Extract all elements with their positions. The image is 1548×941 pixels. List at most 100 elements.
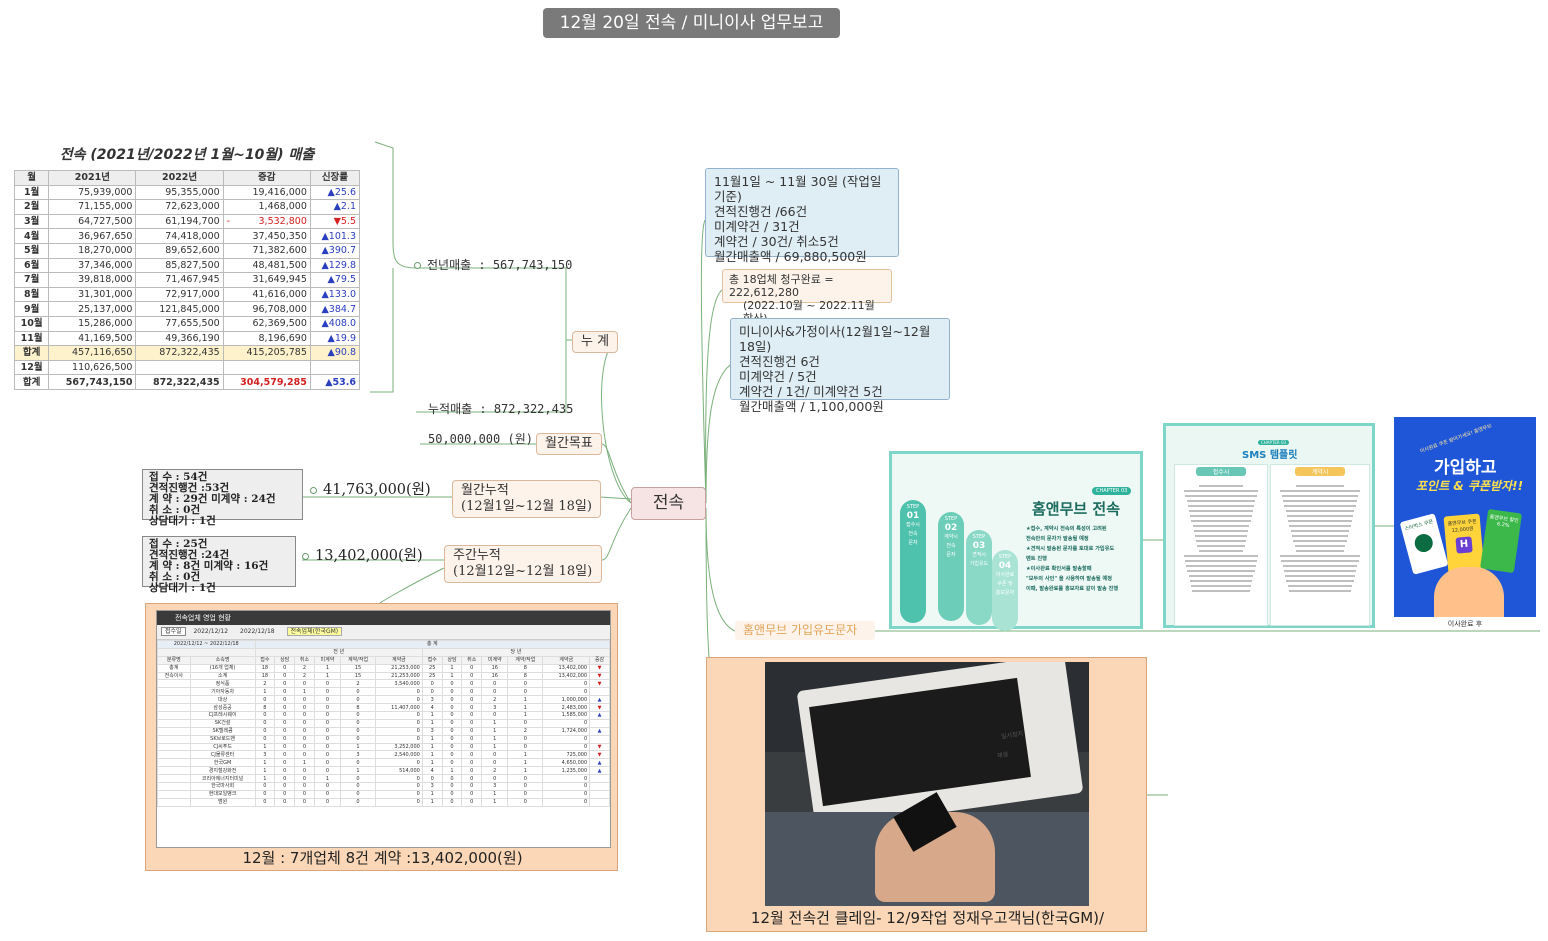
report-cell: 1 (441, 663, 463, 673)
mini-moving-summary-line: 미니이사&가정이사(12월1일~12월18일) (739, 324, 931, 354)
promo1-step-text: 04 (998, 561, 1012, 571)
report-cell: 3 (421, 782, 443, 791)
branch-weekly-cumulative[interactable]: 주간누적 (12월12일~12월 18일) (444, 545, 602, 583)
mini-moving-summary-line: 미계약건 / 5건 (739, 369, 817, 384)
report-cell: 1 (421, 750, 443, 760)
stats-line: 계 약 : 29건 미계약 : 24건 (149, 493, 276, 505)
report-cell (589, 687, 610, 697)
report-cell: 0 (254, 797, 276, 807)
sms-text-line (1185, 495, 1257, 497)
sales-table-header: 2021년 (48, 170, 137, 186)
report-date-to: 2022/12/18 (240, 628, 275, 635)
prev-year-sales-text: 전년매출 : 567,743,150 (427, 258, 573, 272)
report-cell: 0 (441, 789, 463, 799)
sms-text-line (1288, 520, 1352, 522)
sms-text-line (1281, 560, 1359, 562)
sales-table-cell: ▲19.9 (309, 330, 361, 347)
starbucks-logo-icon (1412, 532, 1435, 555)
report-cell: 0 (507, 797, 544, 807)
stats-line: 취 소 : 0건 (149, 504, 201, 516)
branch-monthly-cumulative[interactable]: 월간누적 (12월1일~12월 18일) (452, 480, 601, 518)
report-cell: 0 (461, 766, 483, 776)
sms-text-line (1292, 535, 1348, 537)
sales-table-cell: 74,418,000 (135, 228, 224, 244)
report-cell: 현대모일뱅크 (189, 789, 256, 799)
promo3-headline-1: 가입하고 (1434, 458, 1497, 478)
sms-text-line (1195, 535, 1247, 537)
sales-table-cell: 121,845,000 (135, 301, 224, 317)
report-cell (589, 718, 610, 728)
branch-monthly-target[interactable]: 월간목표 (536, 433, 602, 455)
sales-table-cell: 1월 (13, 184, 50, 201)
report-cell: 0 (274, 750, 296, 760)
sms-text-line (1186, 565, 1256, 567)
report-cell: 1 (254, 758, 276, 768)
report-cell: 삼성중공 (189, 703, 256, 713)
report-cell: 0 (542, 679, 591, 689)
report-cell: 0 (313, 750, 342, 760)
report-cell: 1 (481, 742, 509, 752)
report-cell: 0 (294, 734, 315, 744)
sms-text-line (1293, 540, 1347, 542)
report-cell: 13,402,000 (542, 663, 591, 673)
sales-table-cell: 2월 (13, 199, 50, 215)
report-cell: 한국마사회 (189, 782, 256, 791)
report-cell: 0 (294, 718, 315, 728)
report-cell: 0 (507, 718, 544, 728)
report-cell: 4 (421, 703, 443, 713)
report-cell: 1 (481, 718, 509, 728)
coupon-card-starbucks-label: 스타벅스 쿠폰 (1404, 518, 1434, 533)
november-summary-line: 미계약건 / 31건 (714, 219, 800, 234)
report-cell: 0 (294, 679, 315, 689)
leaf-dot (302, 552, 309, 560)
report-cell: 0 (461, 695, 483, 705)
report-cell (157, 758, 191, 768)
branch-cumulative[interactable]: 누 계 (572, 331, 619, 353)
report-group-total: 총 계 (254, 640, 610, 649)
sales-table-cell: 6월 (13, 257, 50, 274)
report-cell: 3 (254, 750, 276, 760)
report-cell: 1 (507, 711, 544, 720)
report-cell: 0 (461, 663, 483, 673)
report-cell: SK건설 (189, 718, 256, 728)
sms-text-line (1183, 555, 1259, 557)
coupon-card-starbucks: 스타벅스 쿠폰 (1399, 513, 1449, 575)
report-cell: 0 (294, 766, 315, 776)
report-cell: 0 (254, 726, 276, 736)
report-cell: 0 (374, 797, 423, 807)
report-cell: 0 (254, 789, 276, 799)
report-cell: 0 (542, 687, 591, 697)
report-cell: 0 (542, 742, 591, 752)
claim-photo-node: 일시정지 재생 12월 전속건 클레임- 12/9작업 정재우고객님(한국GM)… (706, 657, 1147, 932)
report-cell: 0 (441, 742, 463, 752)
report-cell: 1 (254, 742, 276, 752)
report-cell: 0 (274, 718, 296, 728)
promo-image-sms-template: CHAPTER 03 SMS 템플릿 접수시 계약시 (1163, 423, 1375, 628)
sales-table-cell: 41,616,000 (222, 286, 311, 303)
sales-table-cell: ▲129.8 (309, 257, 361, 274)
report-cell: 15 (340, 671, 376, 681)
report-cell (589, 734, 610, 744)
branch-homemove-sms[interactable]: 홈앤무브 가입유도문자 (735, 621, 875, 640)
sales-table-cell: ▲133.0 (309, 286, 361, 303)
report-cell: 0 (461, 726, 483, 736)
promo1-bullet: 전속만의 문자가 발송될 예정 (1026, 536, 1089, 542)
sales-table-cell: 62,369,500 (222, 315, 311, 332)
report-cell: 0 (461, 797, 483, 807)
report-cell: 0 (274, 671, 296, 681)
report-cell: CJ프레시웨이 (189, 711, 256, 720)
report-cell (157, 726, 191, 736)
report-cell: 0 (313, 687, 342, 697)
center-node[interactable]: 전속 (631, 487, 706, 520)
report-cell: 경지철강화전 (189, 766, 256, 776)
report-group-prev: 전 년 (254, 647, 423, 657)
report-cell: 0 (340, 774, 376, 784)
